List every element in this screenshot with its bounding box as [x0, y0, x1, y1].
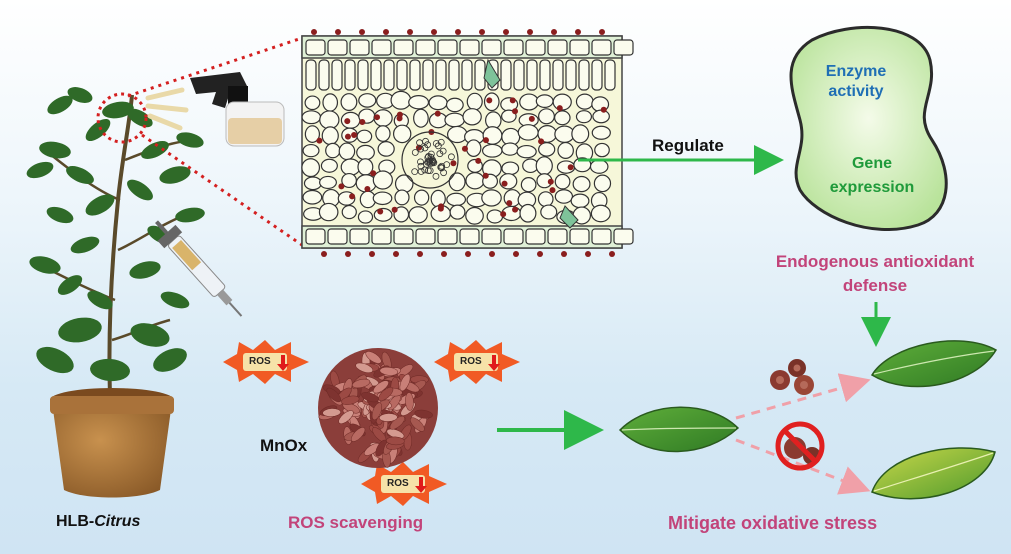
enzyme-line-2: activity [828, 83, 884, 100]
gene-line-1: Gene [851, 155, 892, 172]
plant-label-genus: Citrus [94, 513, 141, 530]
gene-line-2: expression [829, 179, 915, 196]
bubble-shape [789, 25, 948, 231]
defense-line-1: Endogenous antioxidant [775, 252, 975, 271]
prohibited-icon [775, 421, 825, 471]
citrus-plant-icon [26, 87, 205, 498]
mitigate-label: Mitigate oxidative stress [668, 513, 878, 533]
syringe-icon [155, 220, 243, 317]
mnox-nanoflower-icon [318, 348, 438, 468]
ros-scavenging-label: ROS scavenging [288, 513, 424, 532]
mini-nanoflower-icon [770, 359, 814, 395]
mnox-label: MnOx [260, 436, 308, 455]
ros-badge-label-1: ROS [249, 356, 271, 367]
leaf-icon [618, 406, 740, 453]
zoom-indicator [96, 36, 303, 247]
plant-label: HLB-Citrus [56, 513, 140, 531]
defense-label: Endogenous antioxidant defense [730, 250, 1011, 298]
leaf-cross-section [301, 29, 634, 257]
enzyme-line-1: Enzyme [825, 63, 887, 80]
ros-badge-label-2: ROS [460, 356, 482, 367]
ros-badge-3 [361, 462, 447, 506]
healthy-path-arrow [735, 373, 871, 420]
gene-expression-label: Gene expression [818, 152, 926, 200]
defense-line-2: defense [842, 276, 908, 295]
healthy-leaf-icon [870, 340, 998, 388]
untreated-path-arrow [735, 438, 871, 495]
spray-bottle-icon [145, 72, 285, 147]
ros-badge-2 [434, 340, 520, 384]
ros-badge-label-3: ROS [387, 478, 409, 489]
enzyme-activity-label: Enzyme activity [806, 62, 906, 102]
regulate-label: Regulate [652, 136, 724, 155]
plant-label-prefix: HLB- [56, 513, 95, 530]
ros-badge-1 [223, 340, 309, 384]
stressed-leaf-icon [871, 447, 996, 500]
